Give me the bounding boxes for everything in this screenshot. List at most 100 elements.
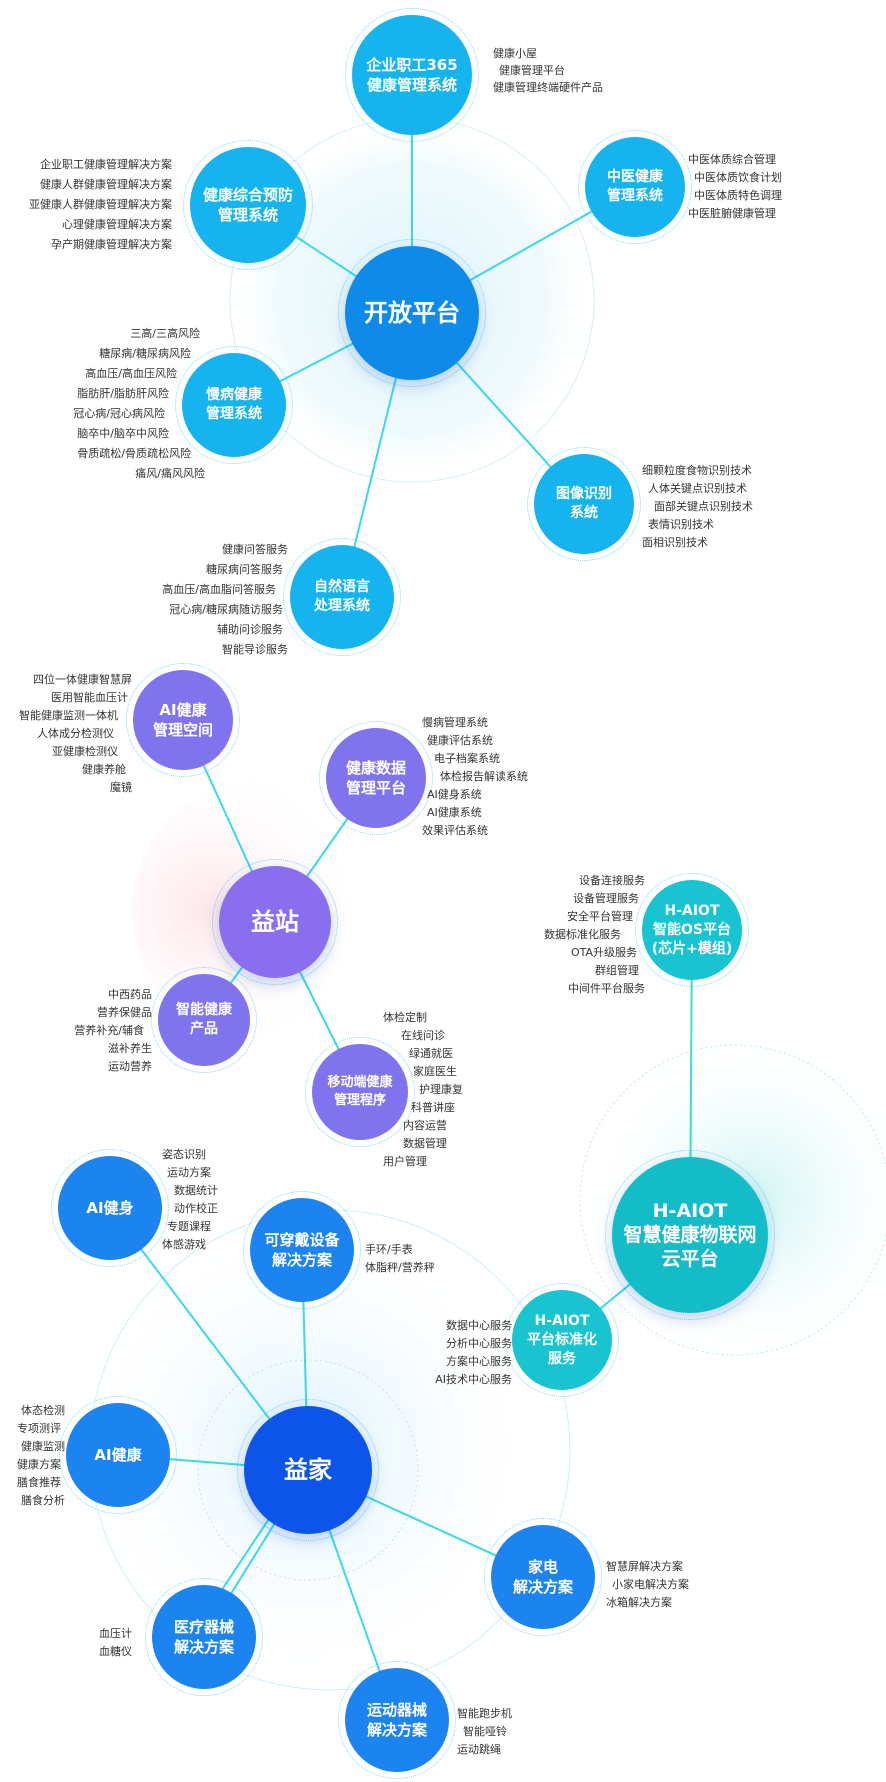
nlp-item: 智能导诊服务	[222, 643, 288, 656]
ai-health-space-node[interactable]: AI健康管理空间	[133, 670, 233, 770]
home-appliance-node-title-line: 家电	[527, 1558, 558, 1576]
ai-health-item: 专项测评	[17, 1422, 61, 1435]
ai-space-item: 亚健康检测仪	[52, 745, 118, 758]
chronic-disease-node-title-line: 慢病健康	[206, 387, 262, 403]
image-recognition-node-title-line: 系统	[570, 505, 598, 521]
enterprise-health-node-title-line: 企业职工365	[366, 56, 458, 74]
chronic-item: 痛风/痛风风险	[135, 467, 205, 480]
prevention-health-node[interactable]: 健康综合预防管理系统	[190, 147, 306, 263]
chronic-disease-node-title-line: 管理系统	[206, 406, 262, 422]
health-data-platform-node-title-line: 健康数据	[345, 759, 406, 777]
chronic-item: 高血压/高血压风险	[85, 367, 177, 380]
chronic-item: 三高/三高风险	[130, 327, 200, 340]
image-recognition-node[interactable]: 图像识别系统	[534, 454, 634, 554]
haiot-os-node-ring	[635, 873, 749, 987]
image-recognition-node-title-line: 图像识别	[556, 486, 612, 502]
nlp-item: 糖尿病问答服务	[206, 563, 283, 576]
ai-health-node-ring	[59, 1396, 177, 1514]
ai-fitness-node[interactable]: AI健身	[58, 1156, 162, 1260]
ai-health-item: 健康监测	[21, 1440, 65, 1453]
prevention-item: 亚健康人群健康管理解决方案	[29, 198, 172, 211]
prevention-item: 心理健康管理解决方案	[62, 218, 172, 231]
mobile-item: 绿通就医	[409, 1047, 453, 1060]
mobile-item: 护理康复	[419, 1083, 463, 1096]
medical-device-node[interactable]: 医疗器械解决方案	[152, 1585, 256, 1689]
medical-item: 血糖仪	[99, 1645, 132, 1658]
fitness-item: 专题课程	[167, 1220, 211, 1233]
data-platform-item: 体检报告解读系统	[440, 770, 528, 783]
ai-fitness-node-ring	[51, 1149, 169, 1267]
sports-equipment-node[interactable]: 运动器械解决方案	[345, 1668, 449, 1772]
wearable-node-title-line: 可穿戴设备	[264, 1231, 340, 1249]
mobile-item: 家庭医生	[413, 1065, 457, 1078]
mobile-item: 体检定制	[383, 1011, 427, 1024]
yijia-inner-ring	[197, 1359, 419, 1581]
yijia-center[interactable]: 益家	[244, 1406, 372, 1534]
wearable-node-title-line: 解决方案	[271, 1251, 332, 1269]
mobile-health-app-node-title-line: 管理程序	[333, 1093, 386, 1108]
ai-space-item: 四位一体健康智慧屏	[33, 673, 132, 686]
image-item: 表情识别技术	[648, 518, 714, 531]
nlp-node-ring	[283, 538, 401, 656]
wearable-node[interactable]: 可穿戴设备解决方案	[250, 1198, 354, 1302]
ai-health-space-node-ring	[126, 663, 240, 777]
yizhan-center-title-line: 益站	[251, 907, 299, 936]
open-platform-center[interactable]: 开放平台	[345, 246, 479, 380]
chronic-disease-node-ring	[175, 346, 293, 464]
products-item: 营养补充/辅食	[74, 1024, 144, 1037]
chronic-item: 骨质疏松/骨质疏松风险	[77, 447, 191, 460]
ai-health-item: 膳食分析	[21, 1494, 65, 1507]
ai-space-item: 健康养舱	[82, 763, 126, 776]
yizhan-center[interactable]: 益站	[219, 866, 331, 978]
haiot-os-node-title-line: (芯片+模组)	[651, 940, 733, 957]
haiot-halo-ring	[579, 1044, 886, 1356]
nlp-node[interactable]: 自然语言处理系统	[290, 545, 394, 649]
haiot-os-node-title-line: 智能OS平台	[653, 921, 731, 938]
yijia-center-title-line: 益家	[284, 1455, 332, 1484]
tcm-health-node[interactable]: 中医健康管理系统	[585, 137, 685, 237]
haiot-os-item: 设备连接服务	[579, 874, 645, 887]
ai-health-node[interactable]: AI健康	[66, 1403, 170, 1507]
open-platform-center-ring	[338, 239, 486, 387]
data-platform-item: 电子档案系统	[434, 752, 500, 765]
enterprise-item: 健康管理终端硬件产品	[493, 81, 603, 94]
mobile-item: 用户管理	[383, 1155, 427, 1168]
prevention-item: 孕产期健康管理解决方案	[51, 238, 172, 251]
haiot-center-title-line: 云平台	[661, 1248, 719, 1270]
ai-space-item: 智能健康监测一体机	[19, 709, 118, 722]
products-item: 营养保健品	[97, 1006, 152, 1019]
appliance-item: 小家电解决方案	[612, 1578, 689, 1591]
home-appliance-node-title-line: 解决方案	[512, 1578, 573, 1596]
health-data-platform-node[interactable]: 健康数据管理平台	[326, 728, 426, 828]
ai-health-space-node-title-line: 管理空间	[152, 721, 213, 739]
mobile-health-app-node[interactable]: 移动端健康管理程序	[312, 1044, 408, 1140]
mobile-health-app-node-title-line: 移动端健康	[327, 1075, 393, 1090]
prevention-item: 企业职工健康管理解决方案	[40, 158, 172, 171]
chronic-item: 脑卒中/脑卒中风险	[77, 427, 169, 440]
health-data-platform-node-ring	[319, 721, 433, 835]
medical-item: 血压计	[99, 1627, 132, 1640]
chronic-disease-node[interactable]: 慢病健康管理系统	[182, 353, 286, 457]
tcm-health-node-ring	[578, 130, 692, 244]
yizhan-center-ring	[212, 859, 338, 985]
ai-health-node-title-line: AI健康	[94, 1446, 142, 1464]
wearable-item: 体脂秤/营养秤	[365, 1261, 435, 1274]
haiot-standard-item: 方案中心服务	[446, 1355, 512, 1368]
nlp-node-title-line: 处理系统	[314, 598, 370, 614]
smart-health-products-node-ring	[151, 967, 257, 1073]
home-appliance-node[interactable]: 家电解决方案	[491, 1525, 595, 1629]
smart-health-products-node[interactable]: 智能健康产品	[158, 974, 250, 1066]
sports-item: 运动跳绳	[457, 1743, 501, 1756]
fitness-item: 数据统计	[174, 1184, 218, 1197]
enterprise-health-node-ring	[345, 8, 479, 142]
haiot-standard-item: 分析中心服务	[446, 1337, 512, 1350]
haiot-standard-node-title-line: 服务	[548, 1350, 576, 1367]
chronic-item: 糖尿病/糖尿病风险	[99, 347, 191, 360]
appliance-item: 冰箱解决方案	[606, 1596, 672, 1609]
haiot-center-title-line: 智慧健康物联网	[623, 1224, 757, 1246]
